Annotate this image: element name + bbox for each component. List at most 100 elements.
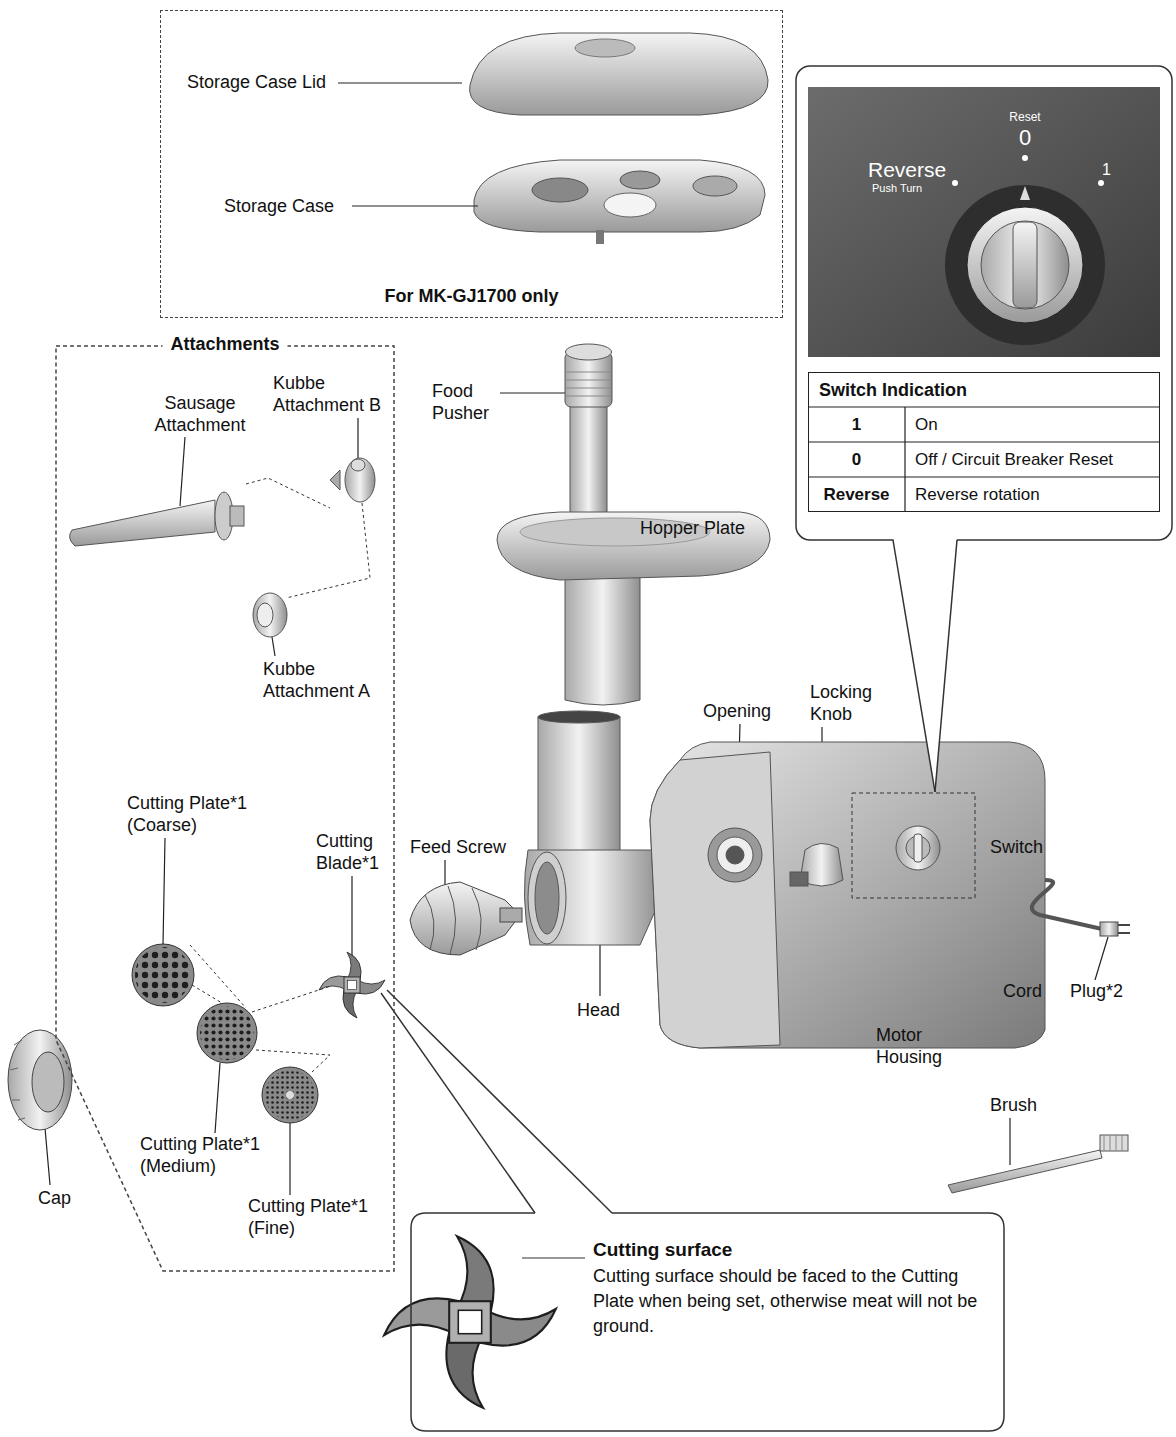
storage-case-lid — [470, 33, 768, 115]
brush — [948, 1135, 1128, 1193]
cutting-plate-fine — [262, 1067, 318, 1123]
switch-callout — [796, 66, 1172, 540]
cap — [32, 1052, 64, 1112]
part-label: Storage Case Lid — [187, 71, 347, 93]
motor-housing — [852, 793, 975, 898]
head — [538, 717, 620, 857]
storage-case — [693, 176, 737, 196]
leader-line — [1009, 1118, 1010, 1165]
power-cord — [1032, 880, 1102, 929]
motor-housing — [650, 742, 1045, 1048]
storage-case — [474, 160, 765, 244]
node-heading: Cutting surface — [593, 1238, 732, 1262]
leader-line — [338, 82, 462, 83]
node-heading: For MK-GJ1700 only — [161, 286, 782, 307]
brush — [1100, 1135, 1128, 1151]
cap — [8, 1030, 72, 1130]
table-cell: Reverse rotation — [915, 484, 1155, 505]
head — [524, 850, 660, 945]
cutting-plate-coarse — [135, 947, 191, 1003]
hopper-plate — [565, 570, 640, 705]
motor-housing — [650, 752, 780, 1048]
table-cell: 0 — [808, 449, 905, 470]
switch-callout — [808, 87, 1160, 357]
feed-screw — [425, 886, 481, 954]
blade-callout-pointer — [384, 1236, 556, 1408]
cap — [8, 1030, 72, 1130]
dashed-outline — [56, 346, 394, 1271]
part-label: Sausage Attachment — [140, 392, 260, 436]
switch-callout — [796, 66, 1172, 792]
part-label: Cutting Plate*1 (Fine) — [248, 1195, 388, 1239]
part-label: Cord — [1003, 980, 1063, 1002]
table-cell: On — [915, 414, 1155, 435]
cutting-plate-coarse — [132, 944, 194, 1006]
cutting-blade — [319, 952, 385, 1018]
table-cell: 1 — [808, 414, 905, 435]
leader-line — [272, 637, 275, 656]
part-label: Switch — [990, 836, 1070, 858]
kubbe-attachment-b — [330, 458, 375, 502]
power-cord — [1032, 880, 1130, 936]
leader-line — [357, 418, 358, 458]
motor-housing — [717, 837, 753, 873]
cutting-plate-medium — [200, 1006, 254, 1060]
part-label: Cutting Plate*1 (Medium) — [140, 1133, 270, 1177]
cutting-plate-fine — [262, 1067, 318, 1123]
part-label: Cutting Blade*1 — [316, 830, 396, 874]
sausage-attachment — [230, 506, 244, 526]
table-cell: Off / Circuit Breaker Reset — [915, 449, 1155, 470]
part-label: Kubbe Attachment A — [263, 658, 388, 702]
switch-marking: 0 — [1005, 124, 1045, 151]
feed-screw — [500, 908, 522, 922]
switch-callout — [808, 476, 1160, 477]
switch-callout — [945, 185, 1105, 345]
switch-callout — [893, 540, 935, 792]
hopper-plate — [497, 512, 770, 580]
switch-callout — [967, 207, 1083, 323]
food-pusher — [566, 372, 611, 396]
part-label: Kubbe Attachment B — [273, 372, 398, 416]
blade-callout-pointer — [381, 993, 535, 1213]
power-cord — [1100, 922, 1118, 936]
kubbe-attachment-b — [351, 459, 365, 471]
kubbe-attachment-a — [253, 593, 287, 637]
switch-callout — [1098, 180, 1104, 186]
callout-outline — [411, 1213, 1004, 1431]
node-heading: Attachments — [162, 333, 287, 355]
motor-housing — [914, 834, 922, 862]
note-callout: Cutting surfaceCutting surface should be… — [410, 1212, 1005, 1432]
part-label: Brush — [990, 1094, 1060, 1116]
blade-callout-pointer — [522, 1257, 585, 1258]
cutting-plate-fine — [265, 1070, 315, 1120]
switch-callout — [952, 180, 958, 186]
leader-line — [289, 1123, 290, 1195]
leader-line — [163, 838, 165, 945]
head — [538, 711, 620, 723]
motor-housing — [650, 742, 1045, 1048]
dashed-assembly-line — [192, 985, 222, 1003]
leader-line — [215, 1063, 220, 1133]
part-label: Head — [577, 999, 637, 1021]
brush — [1104, 1135, 1122, 1151]
leader-line — [45, 83, 1108, 1195]
kubbe-attachment-a — [253, 593, 287, 637]
switch-callout — [981, 221, 1069, 309]
dashed-assembly-line — [252, 985, 334, 1012]
cap — [10, 1040, 25, 1120]
storage-case-lid — [575, 39, 635, 57]
sausage-attachment — [70, 492, 244, 546]
leader-line — [45, 1128, 50, 1185]
kubbe-attachment-b — [330, 470, 340, 490]
switch-callout — [893, 536, 957, 792]
head — [528, 852, 566, 944]
cutting-blade — [319, 952, 385, 1018]
leader-line — [500, 392, 566, 393]
motor-housing — [896, 826, 940, 870]
switch-marking: Push Turn — [872, 182, 952, 195]
cutting-plate-coarse — [132, 944, 194, 1006]
head — [535, 862, 559, 934]
storage-case — [620, 171, 660, 189]
switch-callout — [1022, 155, 1028, 161]
